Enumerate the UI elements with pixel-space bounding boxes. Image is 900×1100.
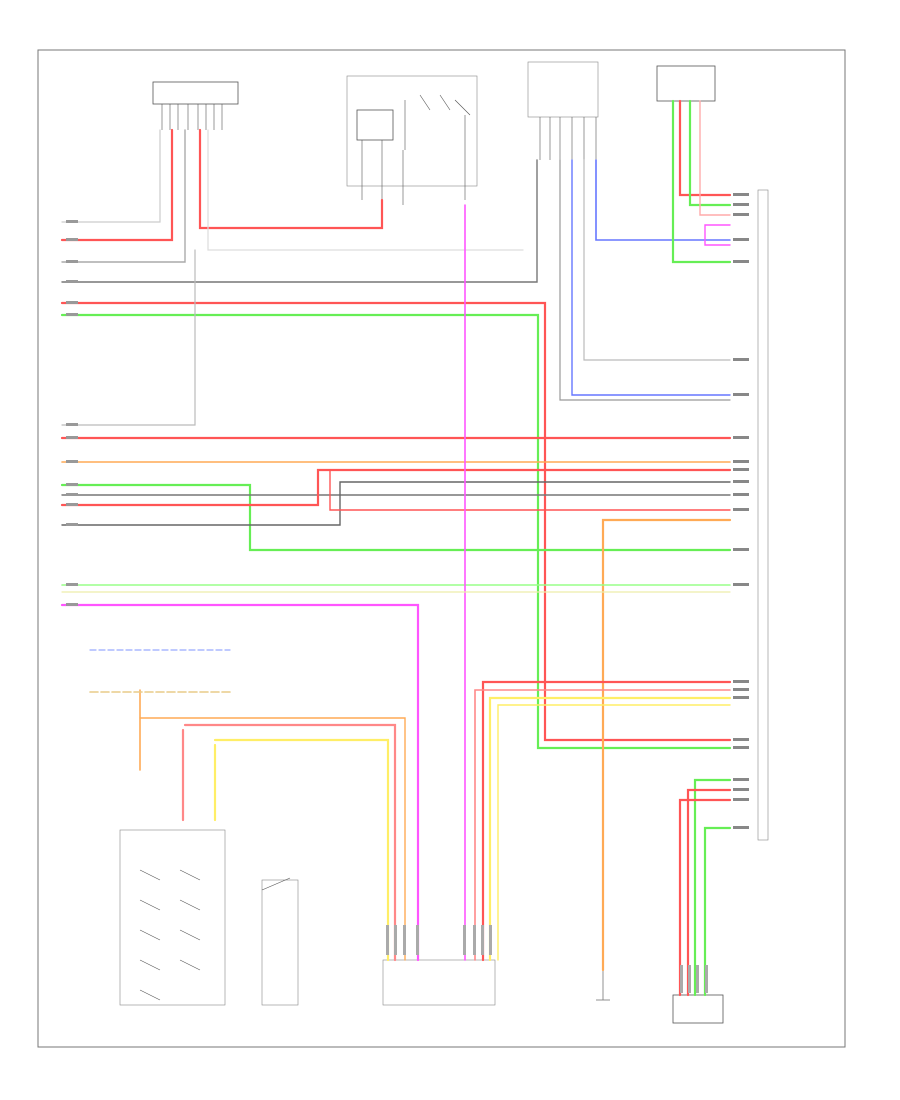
wires	[60, 99, 732, 997]
antenna	[596, 970, 610, 1001]
diagram-frame	[37, 49, 846, 1048]
left-pin-markers	[66, 220, 78, 606]
panel-pin-markers	[386, 925, 708, 993]
combination-meter	[346, 75, 478, 205]
right-lower-switch	[261, 877, 299, 1006]
telematics-unit	[656, 65, 716, 102]
main-ecu	[757, 189, 769, 841]
ecu-pin-markers	[733, 193, 749, 829]
bottom-connector	[672, 994, 724, 1024]
left-control-panel	[382, 959, 496, 1006]
light-control-switch	[152, 81, 239, 130]
steering-pad-switch	[527, 61, 599, 160]
left-lower-module	[119, 829, 226, 1006]
